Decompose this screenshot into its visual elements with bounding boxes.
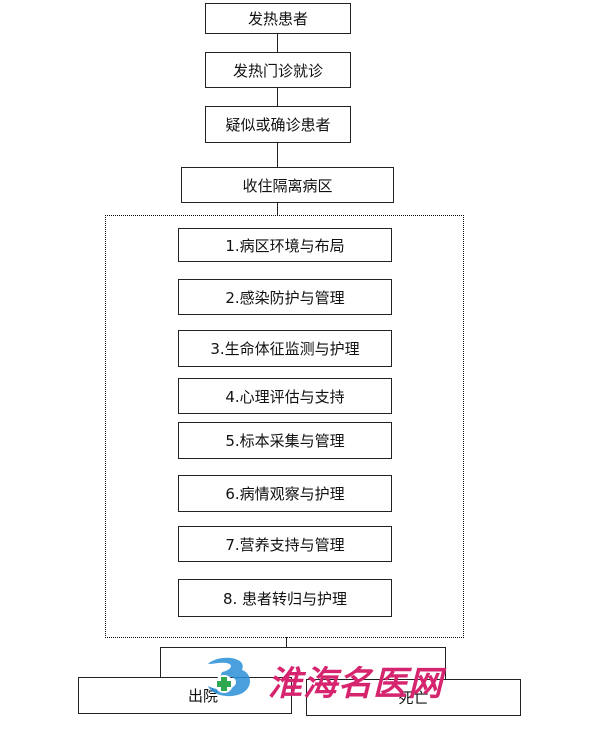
watermark-logo-icon — [208, 657, 251, 697]
isolation-ward-box: 收住隔离病区 — [181, 167, 394, 203]
watermark-text: 淮海名医网 — [268, 664, 443, 704]
care-item-label: 2.感染防护与管理 — [225, 288, 345, 307]
care-item-7: 7.营养支持与管理 — [178, 526, 392, 562]
care-item-3: 3.生命体征监测与护理 — [178, 330, 392, 367]
fever-clinic-box: 发热门诊就诊 — [205, 52, 351, 88]
care-item-label: 5.标本采集与管理 — [225, 432, 345, 450]
care-item-label: 7.营养支持与管理 — [225, 535, 345, 554]
fever-patient-box: 发热患者 — [205, 3, 351, 34]
connector-3 — [277, 143, 279, 167]
care-item-1: 1.病区环境与布局 — [178, 228, 392, 262]
death-box: 死亡 — [306, 679, 521, 716]
branch-right — [445, 647, 447, 679]
fever-clinic-label: 发热门诊就诊 — [232, 61, 323, 80]
care-item-6: 6.病情观察与护理 — [178, 475, 392, 512]
connector-2 — [277, 88, 279, 106]
care-item-label: 4.心理评估与支持 — [225, 387, 345, 406]
care-item-4: 4.心理评估与支持 — [178, 378, 392, 414]
care-item-2: 2.感染防护与管理 — [178, 279, 392, 315]
discharge-label: 出院 — [187, 687, 218, 705]
care-item-label: 8. 患者转归与护理 — [222, 589, 348, 608]
connector-1 — [277, 34, 279, 52]
care-item-label: 1.病区环境与布局 — [225, 236, 345, 255]
care-item-label: 6.病情观察与护理 — [225, 485, 345, 503]
care-item-label: 3.生命体征监测与护理 — [210, 340, 360, 358]
suspected-confirmed-box: 疑似或确诊患者 — [205, 106, 351, 143]
care-items-group — [105, 215, 464, 638]
branch-left — [160, 647, 162, 677]
isolation-ward-label: 收住隔离病区 — [242, 176, 333, 195]
branch-horizontal — [160, 647, 446, 649]
suspected-confirmed-label: 疑似或确诊患者 — [225, 116, 331, 134]
death-label: 死亡 — [398, 689, 429, 707]
discharge-box: 出院 — [78, 677, 292, 714]
connector-4 — [277, 203, 279, 215]
fever-patient-label: 发热患者 — [247, 10, 308, 28]
care-item-8: 8. 患者转归与护理 — [178, 579, 392, 617]
care-item-5: 5.标本采集与管理 — [178, 422, 392, 459]
connector-5 — [286, 637, 288, 648]
